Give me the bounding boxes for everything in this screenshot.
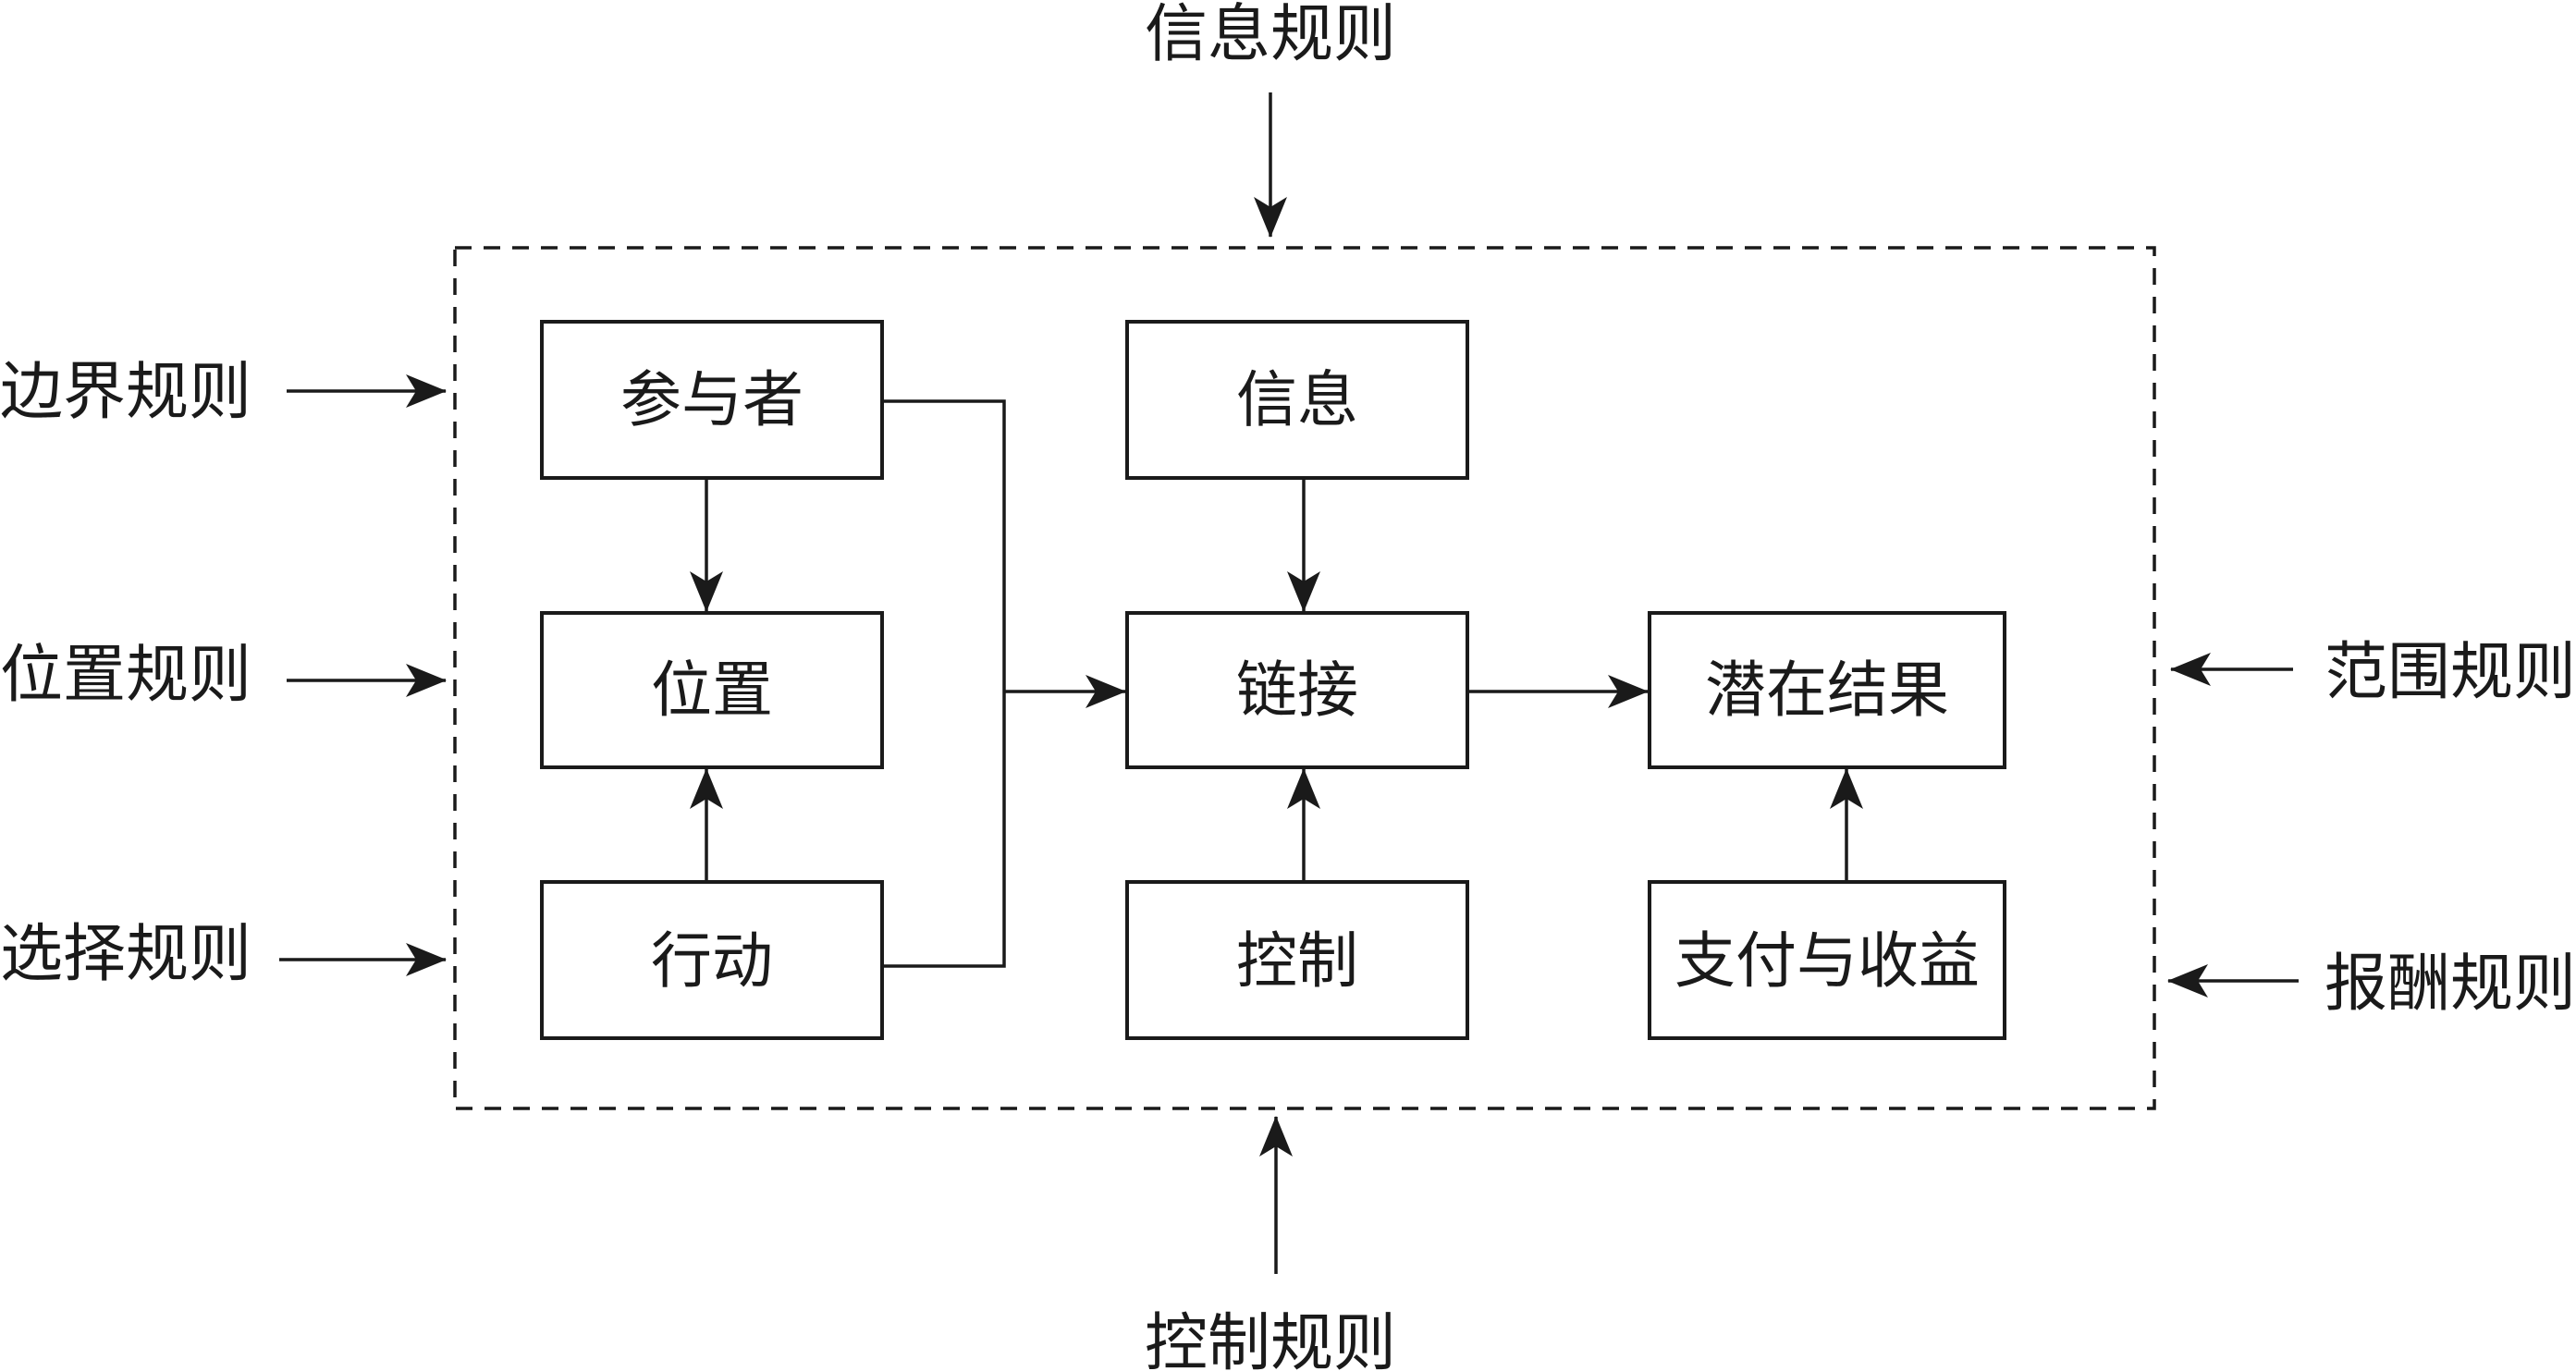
node-potential-outcome: 潜在结果 bbox=[1648, 611, 2006, 769]
action-situation-frame bbox=[453, 246, 2156, 1110]
rule-choice-label: 选择规则 bbox=[0, 918, 251, 991]
node-link: 链接 bbox=[1125, 611, 1469, 769]
rule-boundary-label: 边界规则 bbox=[0, 356, 251, 429]
node-information-label: 信息 bbox=[1236, 364, 1358, 435]
rule-scope-label: 范围规则 bbox=[2325, 636, 2576, 709]
node-control: 控制 bbox=[1125, 880, 1469, 1040]
node-link-label: 链接 bbox=[1236, 655, 1358, 726]
node-action-label: 行动 bbox=[651, 925, 773, 997]
node-information: 信息 bbox=[1125, 320, 1469, 480]
node-payoff-label: 支付与收益 bbox=[1674, 925, 1980, 997]
node-action: 行动 bbox=[540, 880, 884, 1040]
node-participants: 参与者 bbox=[540, 320, 884, 480]
rule-position-label: 位置规则 bbox=[0, 639, 251, 712]
node-potential-outcome-label: 潜在结果 bbox=[1705, 655, 1949, 726]
node-position-label: 位置 bbox=[651, 655, 773, 726]
rule-control-label: 控制规则 bbox=[1145, 1307, 1396, 1371]
edge-bus-participants-action bbox=[882, 399, 1006, 968]
node-payoff: 支付与收益 bbox=[1648, 880, 2006, 1040]
node-position: 位置 bbox=[540, 611, 884, 769]
node-control-label: 控制 bbox=[1236, 925, 1358, 997]
rule-information-label: 信息规则 bbox=[1145, 0, 1396, 71]
node-participants-label: 参与者 bbox=[620, 364, 803, 435]
rule-payoff-label: 报酬规则 bbox=[2325, 948, 2576, 1021]
